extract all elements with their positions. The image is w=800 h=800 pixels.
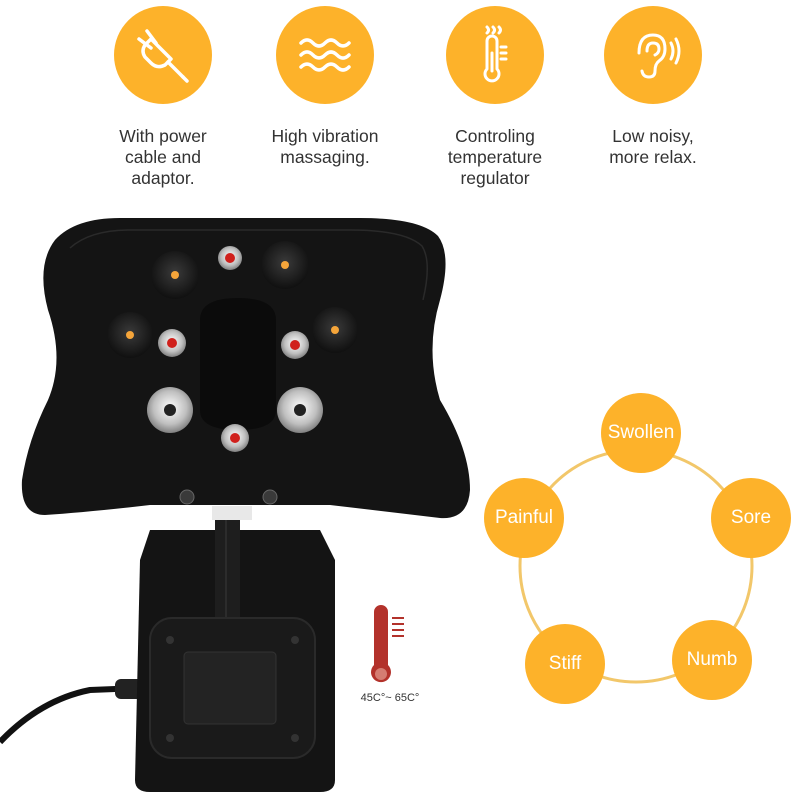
symptom-stiff: Stiff xyxy=(525,624,605,704)
symptom-sore: Sore xyxy=(711,478,791,558)
feature-caption: High vibration massaging. xyxy=(271,126,379,167)
symptom-swollen: Swollen xyxy=(601,393,681,473)
feature-caption: Low noisy, more relax. xyxy=(609,126,697,167)
ear-icon xyxy=(604,6,702,104)
feature-vibration: High vibration massaging. xyxy=(235,0,415,168)
vibration-waves-icon xyxy=(276,6,374,104)
temperature-range-label: 45C°~ 65C° xyxy=(360,692,420,704)
feature-caption: Controling temperature regulator xyxy=(447,126,543,188)
power-plug-icon xyxy=(114,6,212,104)
symptom-painful: Painful xyxy=(484,478,564,558)
symptom-numb: Numb xyxy=(672,620,752,700)
thermometer-icon xyxy=(446,6,544,104)
feature-power: With power cable and adaptor. xyxy=(73,0,253,189)
feature-noise: Low noisy, more relax. xyxy=(563,0,743,168)
feature-temperature: Controling temperature regulator xyxy=(405,0,585,189)
feature-caption: With power cable and adaptor. xyxy=(119,126,207,188)
